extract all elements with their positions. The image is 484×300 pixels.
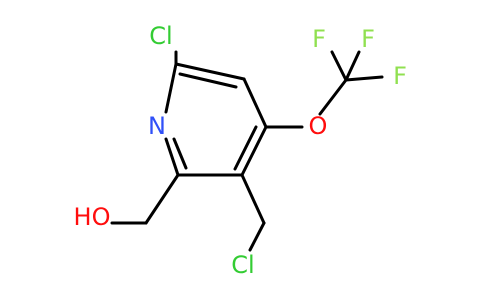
bond-c2-n-inner: [172, 137, 188, 170]
bond-c6-c5: [174, 62, 246, 81]
atom-cl-methyl: Cl: [231, 251, 254, 279]
bond-ch2-cl: [248, 221, 266, 252]
atom-n-ring: N: [148, 112, 166, 140]
bond-c4-c3: [240, 125, 268, 177]
atom-f-top-right: F: [361, 25, 375, 53]
bond-c6-c5-inner: [178, 72, 238, 89]
bond-cf3-f-top-left: [330, 50, 348, 82]
bond-c2-ch2: [144, 173, 180, 225]
atom-o-ether: O: [309, 112, 328, 140]
bond-c4-c3-inner: [233, 125, 258, 171]
bond-c3-ch2: [240, 173, 266, 225]
atom-f-right: F: [393, 62, 407, 90]
bond-cf3-f-right: [344, 75, 384, 82]
bond-c5-c4-outer: [242, 77, 268, 129]
bond-o-cf3: [318, 78, 348, 116]
atom-labels: Cl N O F F F HO Cl: [74, 22, 407, 279]
bonds: [110, 50, 384, 252]
atom-f-top-left: F: [312, 25, 326, 53]
bond-c2-n: [164, 137, 180, 177]
bond-n-c6: [164, 62, 178, 114]
atom-cl-ring: Cl: [149, 22, 172, 50]
atom-hydroxyl: HO: [74, 203, 111, 231]
bond-cf3-f-top-right: [344, 50, 361, 82]
